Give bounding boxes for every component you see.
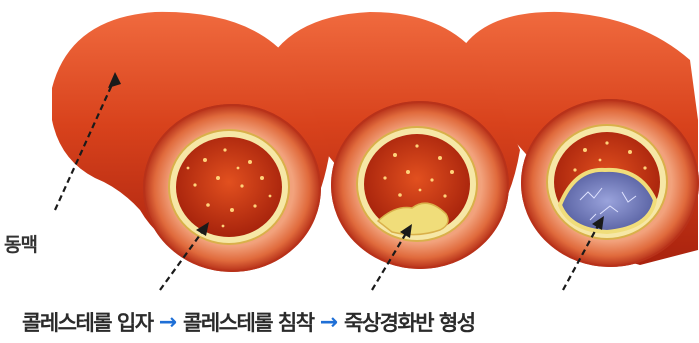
arrow-right-icon: → <box>320 310 338 335</box>
artery-label: 동맥 <box>4 230 37 257</box>
atheroma-plaque <box>560 170 655 232</box>
cross-section-1 <box>144 105 320 271</box>
stage-2-label: 콜레스테롤 침착 <box>183 307 314 337</box>
stage-1-label: 콜레스테롤 입자 <box>22 307 153 337</box>
cross-section-3 <box>522 100 698 266</box>
cross-section-2 <box>332 102 508 268</box>
process-caption: 콜레스테롤 입자 → 콜레스테롤 침착 → 죽상경화반 형성 <box>22 307 475 337</box>
arrow-right-icon: → <box>159 310 177 335</box>
stage-3-label: 죽상경화반 형성 <box>344 307 475 337</box>
